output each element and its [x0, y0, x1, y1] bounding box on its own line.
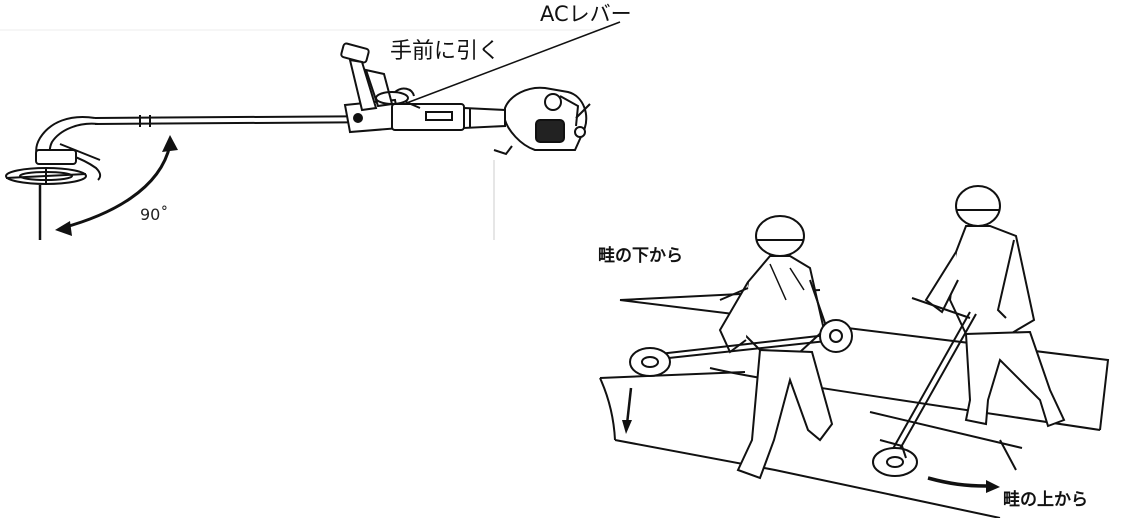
engine-unit [493, 86, 591, 156]
rotation-arrow [55, 135, 178, 236]
handle-grip [340, 42, 421, 112]
from-below-ridge-label: 畦の下から [598, 246, 683, 266]
trimmer-below [629, 287, 853, 377]
ac-lever-label: ACレバー [540, 2, 632, 26]
ac-lever-leader [403, 21, 621, 105]
worker-below [718, 215, 834, 480]
from-above-ridge-label: 畦の上から [1003, 490, 1088, 510]
pull-toward-label: 手前に引く [390, 39, 501, 64]
worker-above [924, 185, 1066, 428]
arrow-right [927, 476, 1000, 493]
arrow-down [622, 387, 633, 434]
trimmer-above [872, 297, 977, 477]
trimmer-head [5, 116, 102, 185]
field-scene [599, 289, 1110, 518]
trimmer-shaft [94, 115, 396, 127]
angle-label: 90˚ [140, 205, 169, 224]
